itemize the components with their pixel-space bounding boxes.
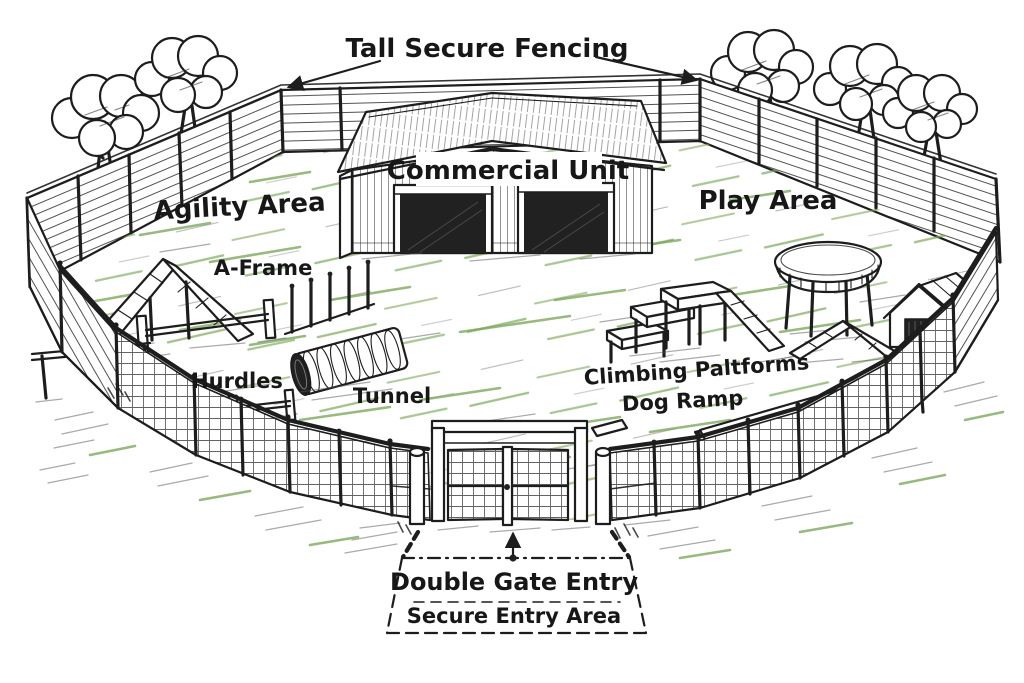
fence-post-caps [57,260,956,445]
callout-anchor-dot [509,554,517,562]
gate-post [408,446,426,526]
double-gate-label: Double Gate Entry [390,568,638,596]
round-platform [773,240,883,343]
fencing-arrow-right [594,55,699,85]
tunnel-label: Tunnel [353,384,431,408]
hurdles-label: Hurdles [191,369,283,393]
secure-entry-label: Secure Entry Area [407,604,621,628]
play-area-label: Play Area [699,186,838,216]
a-frame-label: A-Frame [214,256,313,280]
tree-icon [881,73,979,166]
fencing-callout: Tall Secure Fencing [286,34,699,92]
weave-poles [283,259,376,336]
tunnel-equipment [290,326,409,396]
gate-post [594,446,612,526]
fencing-label: Tall Secure Fencing [346,34,629,64]
garage-door [392,183,494,255]
secure-entry-callout: Double Gate Entry Secure Entry Area [385,529,648,635]
tree-icon [133,34,239,144]
tunnel-shadow [299,381,393,401]
garage-door [516,181,616,255]
tree-icon [50,73,161,183]
fencing-arrow-left [286,59,382,92]
building-label: Commercial Unit [387,156,629,186]
climbing-platforms [605,280,786,364]
hurdle-bar-long [135,298,287,359]
dog-ramp-equipment [788,319,900,364]
ground-tufts [39,381,1005,560]
commercial-unit-building: Commercial Unit [336,91,668,262]
double-gate [359,419,671,533]
building-label-backing [416,152,602,186]
